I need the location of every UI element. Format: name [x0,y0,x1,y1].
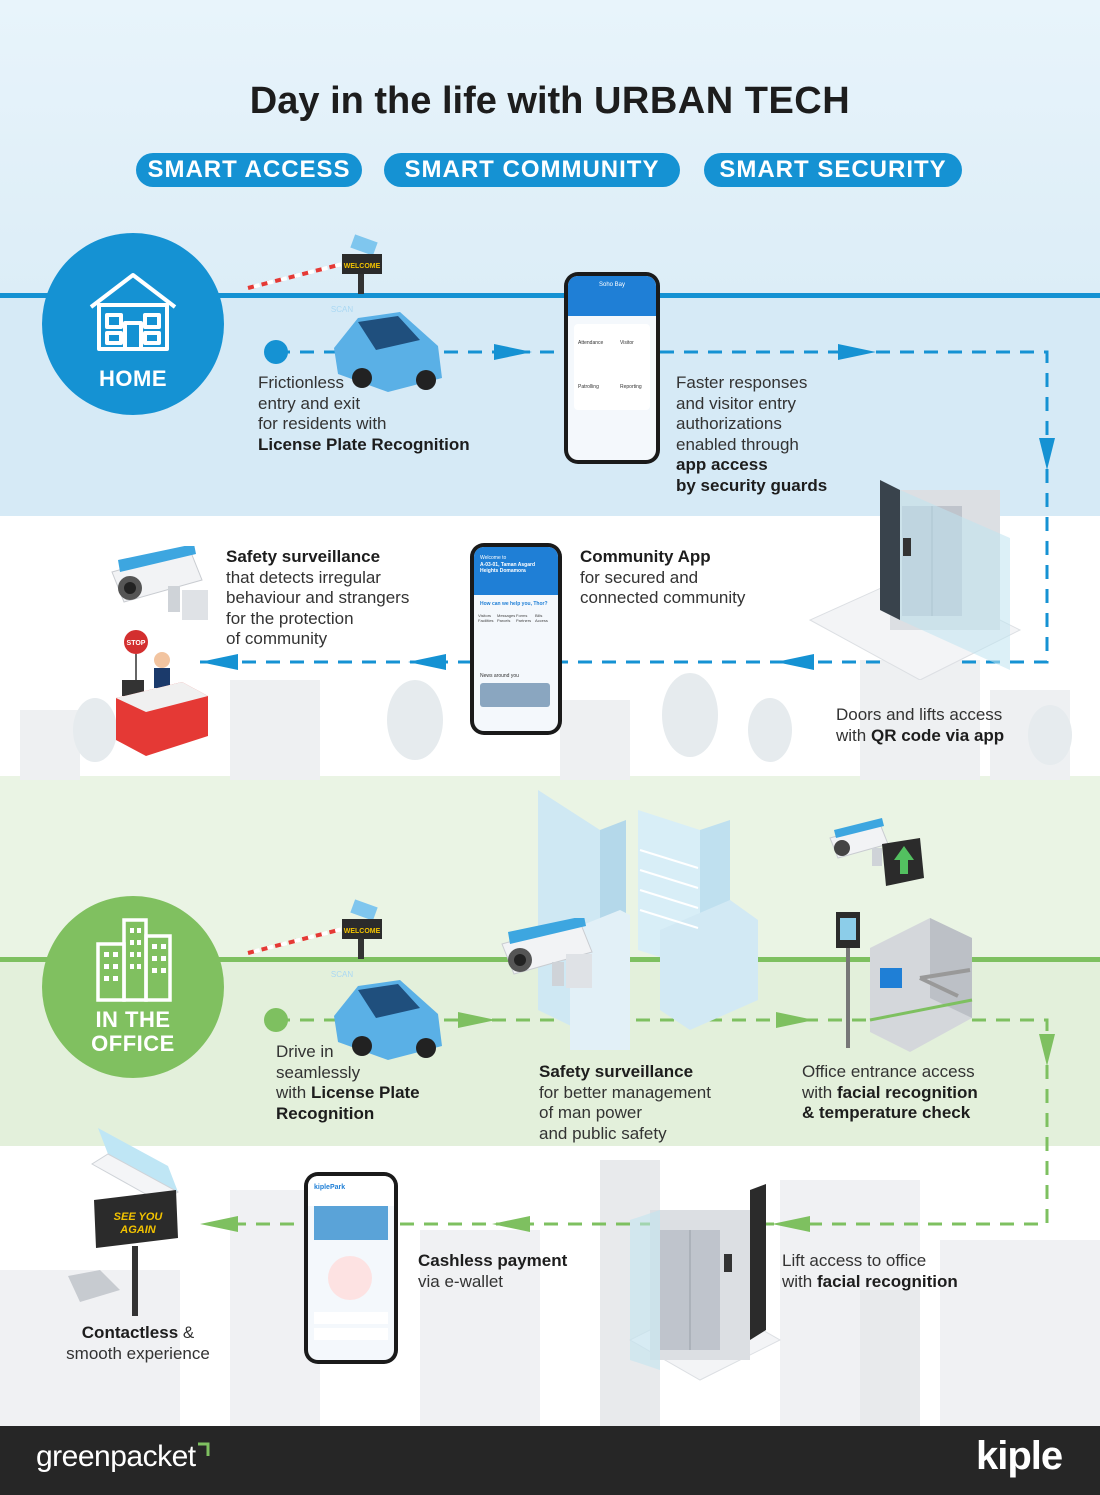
city-skyline-home [20,660,1072,780]
greenpacket-logo: greenpacket [36,1440,196,1473]
pill-smart-access: SMART ACCESS [136,153,362,187]
office-car-icon [334,980,442,1060]
pill-smart-security: SMART SECURITY [704,153,962,187]
home-badge: HOME [42,233,224,415]
office-label-line1: IN THE [95,1007,171,1032]
kiplepark-phone: kiplePark [304,1172,398,1364]
community-app-phone: Welcome to A-03-01, Taman Asgard Heights… [470,543,562,735]
greenpacket-logo-mark [198,1442,210,1456]
smartphone-icon: Soho Bay Attendance Visitor Patrolling R… [564,272,660,464]
pill-smart-community: SMART COMMUNITY [384,153,680,187]
see-you-text: SEE YOU [114,1211,164,1223]
office-label-line2: OFFICE [91,1031,175,1056]
lift-icon [808,480,1022,680]
phone1-title: Soho Bay [598,282,626,288]
footer-bar [0,1426,1100,1495]
security-booth-icon: STOP [116,630,208,756]
office-barrier-gate-icon: WELCOME SCAN [247,899,382,979]
page-title: Day in the life with URBAN TECH [249,80,851,122]
office-badge: IN THE OFFICE [42,896,224,1078]
home-divider-line [0,293,1100,298]
again-text: AGAIN [119,1224,157,1236]
office-scan-label: SCAN [331,970,353,979]
office-lift-icon [628,1184,782,1381]
kiplepark-brand: kiplePark [314,1184,346,1191]
kiple-logo: kiple [976,1434,1063,1478]
scan-label: SCAN [331,305,353,314]
arrow-up-sign-icon [882,838,924,886]
house-icon [89,273,177,351]
office-welcome-sign-text: WELCOME [344,928,381,935]
car-icon [334,312,442,392]
header-band [0,0,1100,296]
cctv-camera-icon [111,546,208,620]
office-buildings-icon [96,918,172,1002]
office-cctv-camera-icon [501,918,593,988]
stop-sign-text: STOP [127,640,146,647]
office-contactless-text: Contactless & smooth experience [66,1323,210,1363]
exit-signboard-icon: SEE YOU AGAIN [68,1128,180,1316]
welcome-sign-text: WELCOME [344,263,381,270]
home-label: HOME [99,366,167,391]
barrier-gate-icon: WELCOME SCAN [247,234,382,314]
turnstile-icon [836,912,973,1052]
